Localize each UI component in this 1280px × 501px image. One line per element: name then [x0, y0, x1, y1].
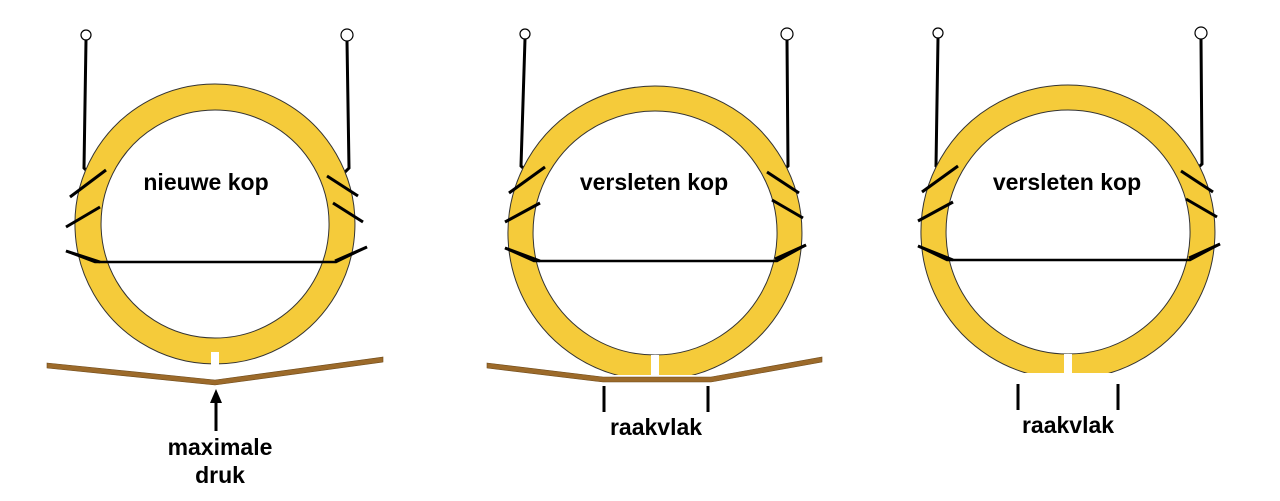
terminal-right: [1194, 26, 1208, 40]
panel-title: versleten kop: [580, 169, 728, 195]
contact-area-label: raakvlak: [610, 414, 702, 440]
head-core-ring: [74, 83, 356, 365]
panel-title: nieuwe kop: [143, 169, 268, 195]
head-gap: [1064, 354, 1072, 376]
terminal-right: [780, 27, 794, 41]
head-core-ring: [920, 84, 1216, 373]
terminal-left: [932, 27, 944, 39]
panel-worn-head-tape: versleten kop raakvlak: [486, 27, 823, 440]
contact-area-label: raakvlak: [1022, 412, 1114, 438]
panel-new-head: nieuwe kop maximale druk: [46, 28, 384, 488]
coil-connection: [65, 245, 368, 264]
head-core-ring: [507, 85, 803, 375]
terminal-right: [340, 28, 354, 42]
magnetic-tape: [46, 356, 384, 386]
pressure-label-line1: maximale: [168, 434, 273, 460]
pressure-label-line2: druk: [195, 462, 245, 488]
panel-worn-head: versleten kop raakvlak: [917, 26, 1221, 438]
panel-title: versleten kop: [993, 169, 1141, 195]
terminal-left: [519, 28, 531, 40]
terminal-left: [80, 29, 92, 41]
magnetic-tape: [486, 356, 823, 383]
pressure-arrow-head: [210, 389, 222, 403]
head-gap: [211, 352, 219, 388]
coil-connection: [917, 242, 1221, 262]
head-gap: [651, 355, 659, 377]
coil-connection: [504, 243, 807, 263]
